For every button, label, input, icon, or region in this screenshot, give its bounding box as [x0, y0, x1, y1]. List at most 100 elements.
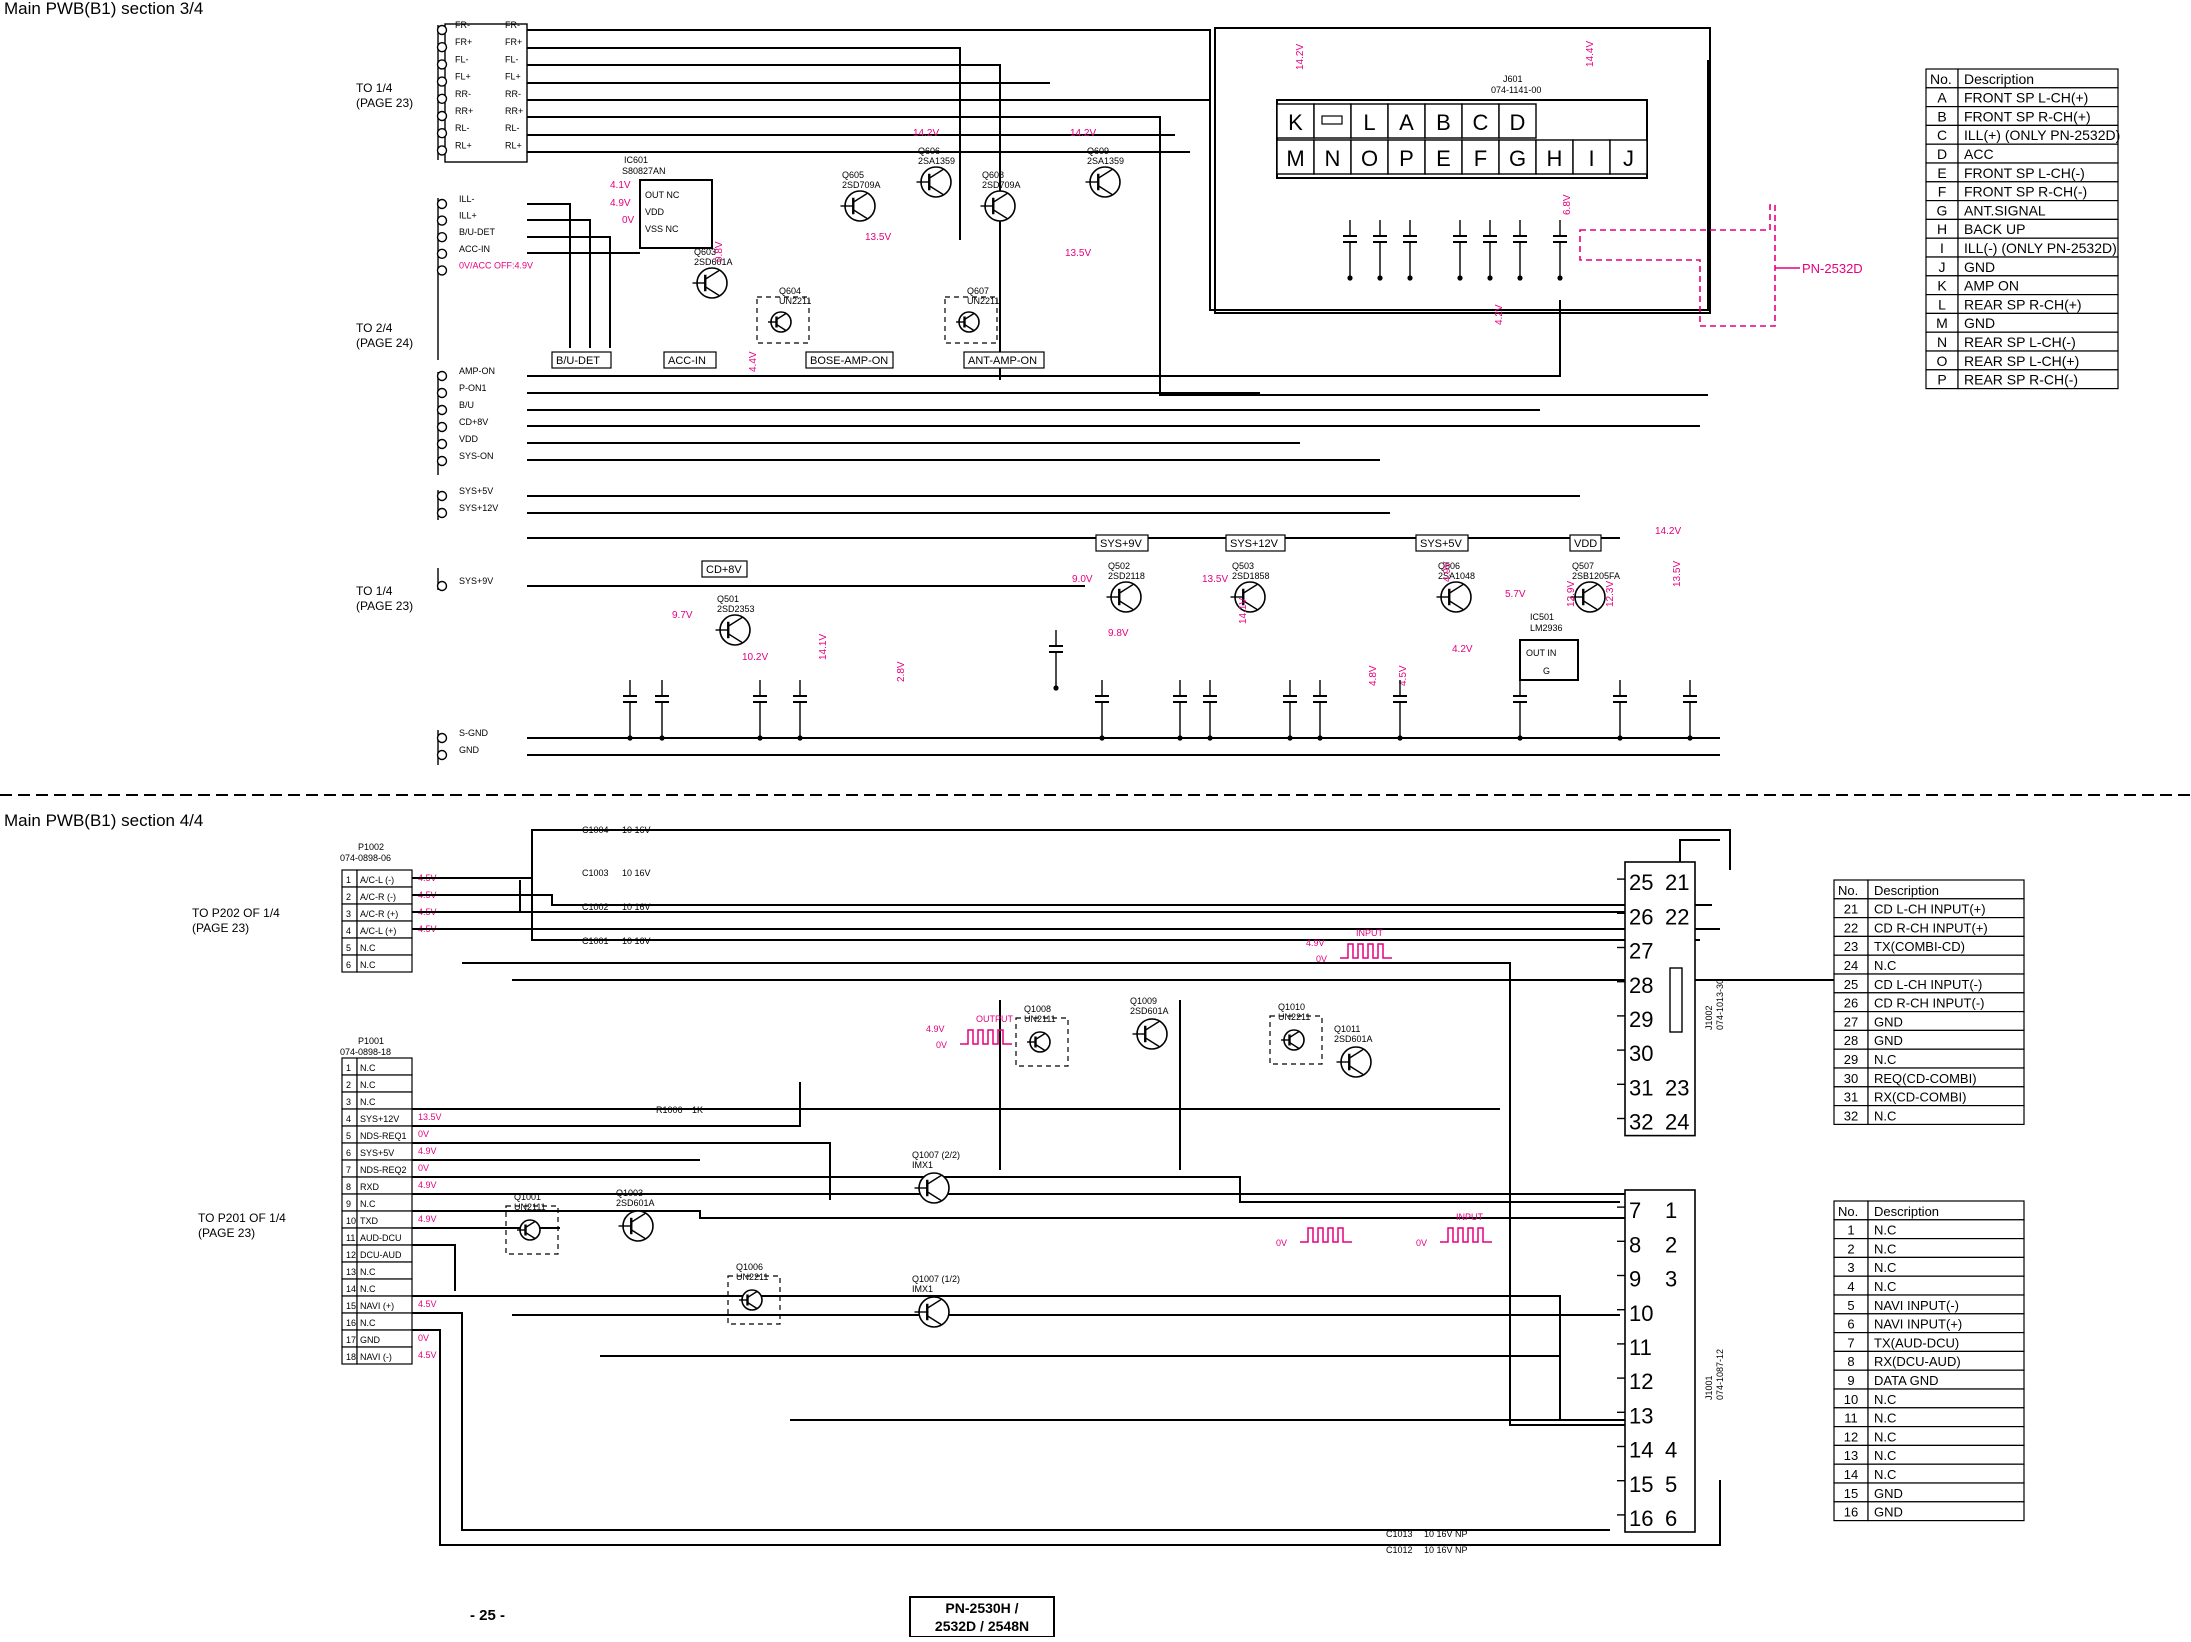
svg-text:S80827AN: S80827AN — [622, 166, 666, 176]
pin-voltage: 13.5V — [418, 1112, 442, 1122]
pin-name: A/C-L (-) — [360, 875, 394, 885]
svg-text:C1012: C1012 — [1386, 1545, 1413, 1555]
digital-transistor-box — [727, 1275, 781, 1325]
voltage-label: 4.9V — [1442, 561, 1453, 582]
table-cell — [1867, 1501, 2025, 1522]
j601-pin-label: C — [1473, 110, 1489, 135]
waveform-vhigh: 4.9V — [1306, 938, 1325, 948]
table-row-key: A — [1937, 90, 1947, 106]
table-row-value: AMP ON — [1964, 278, 2019, 294]
pin-name: N.C — [360, 1267, 376, 1277]
transistor-symbol — [840, 190, 876, 222]
table-row-key: L — [1938, 296, 1946, 312]
block-label: BOSE-AMP-ON — [810, 355, 888, 367]
voltage-label: 6.8V — [1562, 194, 1573, 215]
transistor-symbol — [980, 190, 1016, 222]
bus-terminal — [436, 732, 448, 744]
svg-text:Q1011: Q1011 — [1334, 1024, 1360, 1034]
j601-pin-label: J — [1623, 146, 1634, 171]
capacitor-symbol — [623, 680, 637, 741]
svg-text:2SD601A: 2SD601A — [694, 257, 733, 267]
digital-transistor-box — [1269, 1015, 1323, 1065]
connector-pin: 5 — [1665, 1472, 1677, 1497]
voltage-label: 13.5V — [1672, 561, 1683, 587]
table-row-value: GND — [1874, 1505, 1903, 1520]
svg-text:2SD601A: 2SD601A — [616, 1198, 655, 1208]
table-row-key: B — [1937, 108, 1946, 124]
transistor-symbol — [692, 267, 728, 299]
connector-pin: 23 — [1665, 1075, 1689, 1100]
svg-text:UN2111: UN2111 — [514, 1202, 546, 1212]
connector-part: 074-1087-12 — [1715, 1349, 1725, 1400]
table-row-value: CD R-CH INPUT(+) — [1874, 920, 1988, 935]
model-box: PN-2530H / 2532D / 2548N — [909, 1596, 1055, 1638]
table-row-key: 31 — [1844, 1090, 1858, 1105]
svg-text:(PAGE 24): (PAGE 24) — [356, 336, 413, 350]
bus-label-right: FR- — [505, 20, 520, 30]
svg-text:074-1141-00: 074-1141-00 — [1491, 85, 1541, 95]
svg-text:Q607: Q607 — [967, 286, 989, 296]
pin-number: 1 — [346, 1063, 351, 1073]
svg-text:TO 1/4: TO 1/4 — [356, 81, 393, 95]
transistor-symbol — [914, 1172, 950, 1204]
table-row-value: RX(CD-COMBI) — [1874, 1090, 1966, 1105]
svg-text:C1004: C1004 — [582, 825, 609, 835]
table-row-value: GND — [1874, 1033, 1903, 1048]
bus-terminal — [436, 404, 448, 416]
svg-text:10 16V NP: 10 16V NP — [1424, 1545, 1468, 1555]
capacitor-symbol — [1393, 680, 1407, 741]
svg-text:Q604: Q604 — [779, 286, 801, 296]
svg-text:Q1006: Q1006 — [736, 1262, 763, 1272]
table-row-key: G — [1937, 202, 1948, 218]
table-row-key: 9 — [1847, 1373, 1854, 1388]
table-row-key: 25 — [1844, 977, 1858, 992]
svg-text:2SD709A: 2SD709A — [842, 180, 881, 190]
bus-terminal — [436, 265, 448, 276]
table-row-key: 23 — [1844, 939, 1858, 954]
pin-number: 16 — [346, 1318, 356, 1328]
table-row-value: FRONT SP L-CH(+) — [1964, 90, 2088, 106]
table-row-value: NAVI INPUT(-) — [1874, 1298, 1959, 1313]
svg-text:10 16V: 10 16V — [622, 825, 651, 835]
table-row-value: CD R-CH INPUT(-) — [1874, 996, 1984, 1011]
j601-pin-cell — [1461, 139, 1500, 175]
voltage-label: 12.3V — [1605, 581, 1616, 607]
svg-text:Q1007 (2/2): Q1007 (2/2) — [912, 1150, 960, 1160]
pin-number: 12 — [346, 1250, 356, 1260]
pin-name: A/C-R (+) — [360, 909, 398, 919]
capacitor-symbol — [655, 680, 669, 741]
svg-text:2532D / 2548N: 2532D / 2548N — [935, 1618, 1029, 1634]
connector-pin: 25 — [1629, 870, 1653, 895]
bus-label-right: FL- — [505, 54, 519, 64]
table-row-key: 32 — [1844, 1108, 1858, 1123]
bus-terminal — [436, 490, 448, 502]
bus-terminal — [436, 76, 448, 87]
table-cell — [1867, 1104, 2025, 1125]
connector-ref: J1002 — [1704, 1005, 1714, 1030]
svg-text:(PAGE 23): (PAGE 23) — [356, 599, 413, 613]
table-row-value: RX(DCU-AUD) — [1874, 1354, 1961, 1369]
waveform-vlow: 0V — [936, 1040, 947, 1050]
table-row-key: I — [1940, 240, 1944, 256]
pin-number: 10 — [346, 1216, 356, 1226]
pin-name: N.C — [360, 1199, 376, 1209]
ic601: IC601 S80827AN OUT NC VDD VSS NC — [622, 155, 713, 249]
bus-terminal — [436, 507, 448, 519]
bus-label: FL- — [455, 54, 469, 64]
transistor-symbol — [1281, 1029, 1305, 1051]
svg-text:2SD2118: 2SD2118 — [1108, 571, 1145, 581]
svg-text:Q507: Q507 — [1572, 561, 1594, 571]
waveform-vlow: 0V — [1416, 1238, 1427, 1248]
svg-text:1K: 1K — [692, 1105, 703, 1115]
svg-text:2SA1359: 2SA1359 — [1087, 156, 1124, 166]
table-row-value: N.C — [1874, 1411, 1896, 1426]
transistor-symbol — [1132, 1018, 1168, 1050]
waveform-vlow: 0V — [1316, 954, 1327, 964]
voltage-label: 14.2V — [1655, 526, 1681, 537]
pin-voltage: 4.9V — [418, 1146, 437, 1156]
